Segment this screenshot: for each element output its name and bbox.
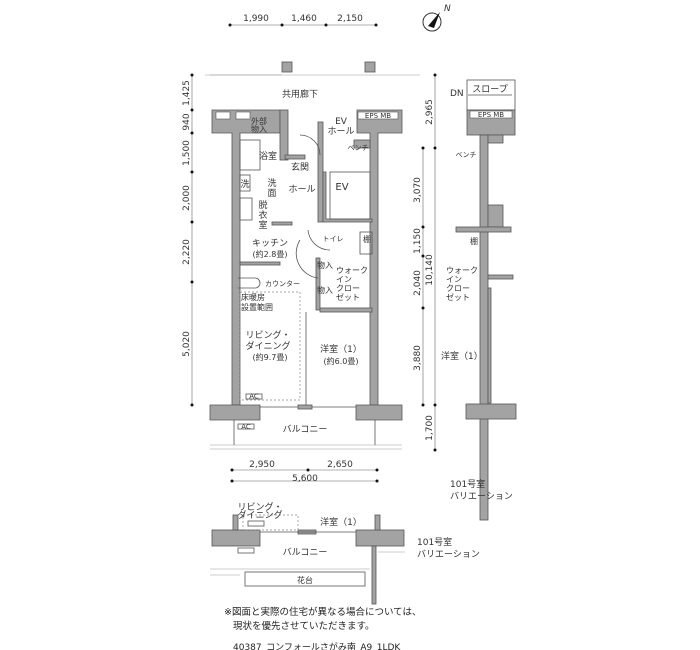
washroom-label-2: 面: [267, 188, 276, 199]
balcony-label: バルコニー: [283, 424, 328, 435]
dim-total: 10,140: [425, 254, 435, 286]
wic-label-3: クロー: [336, 284, 360, 293]
entrance-label: 玄関: [291, 161, 309, 173]
var-eps-mb-label: EPS MB: [478, 111, 504, 119]
ev-hall-label: EV: [335, 117, 348, 127]
ac-label-living: AC: [249, 393, 259, 401]
note-line-2: 現状を優先させていただきます。: [233, 621, 375, 632]
counter-label: カウンター: [265, 279, 300, 288]
storage-label-1: 物入: [317, 260, 333, 270]
var-right-caption-2: バリエーション: [450, 491, 513, 502]
var-wic-label-3: クロー: [446, 284, 470, 293]
room-labels: 共用廊下 外部 物入 EV ホール EPS MB ベンチ 浴室 玄関 洗 洗 面…: [240, 88, 391, 366]
hall-label: ホール: [288, 184, 315, 195]
dim-top-1: 1,990: [243, 14, 269, 24]
dim-left-4: 2,000: [182, 185, 192, 211]
dim-inner-4: 3,880: [413, 345, 423, 371]
floor-heating-label-2: 設置範囲: [241, 302, 273, 312]
var-right-caption-1: 101号室: [450, 478, 485, 490]
dim-left-3: 1,500: [182, 140, 192, 166]
dim-left-1: 1,425: [182, 80, 192, 106]
var-bottom-caption-2: バリエーション: [417, 549, 480, 560]
balcony: バルコニー AC AC: [210, 393, 402, 450]
outer-storage-label-2: 物入: [251, 124, 267, 134]
outer-storage-label: 外部: [251, 116, 267, 126]
varb-living-label-1: リビング・: [237, 501, 282, 513]
var-wic-label-4: ゼット: [446, 292, 470, 302]
var-bottom-caption-1: 101号室: [417, 536, 452, 548]
living-dining-label-2: ダイニング: [245, 340, 290, 352]
var-wic-label-2: イン: [446, 275, 462, 284]
bath-label: 浴室: [259, 150, 277, 162]
varb-living-label-2: ダイニング: [237, 509, 282, 521]
dim-right-2: 1,700: [425, 415, 435, 441]
var-dn-label: DN: [450, 89, 464, 99]
eps-mb-label: EPS MB: [365, 112, 391, 120]
dim-bottom-1: 2,950: [249, 460, 275, 470]
ac-label: AC: [241, 423, 251, 431]
var-slope-label: スロープ: [472, 84, 507, 95]
living-dining-label-1: リビング・: [245, 329, 290, 341]
dim-inner-3: 2,040: [413, 270, 423, 296]
var-western-room-label: 洋室（1）: [441, 350, 483, 362]
varb-balcony-label: バルコニー: [283, 547, 328, 558]
variation-right: EPS MB DN スロープ ベンチ 棚 ウォーク イン クロー ゼット 洋室（…: [441, 79, 517, 521]
washroom-label-4: 衣: [258, 209, 267, 221]
dim-left-2: 940: [182, 113, 192, 130]
washroom-label-1: 洗: [267, 177, 276, 189]
top-dimensions: 1,990 1,460 2,150: [228, 14, 378, 27]
washroom-label-5: 室: [258, 219, 267, 231]
wic-label-4: ゼット: [336, 292, 360, 302]
dim-inner-1: 3,070: [413, 177, 423, 203]
varb-flower-bed-label: 花台: [297, 575, 313, 585]
shelf-label: 棚: [363, 234, 371, 244]
footer-caption: 40387_コンフォールさがみ南_A9_1LDK: [233, 643, 401, 650]
var-shelf-label: 棚: [470, 236, 478, 246]
toilet-label: トイレ: [323, 235, 344, 243]
corridor-label: 共用廊下: [282, 88, 318, 100]
kitchen-label: キッチン: [252, 238, 288, 249]
bench-label: ベンチ: [348, 144, 369, 152]
wic-label-2: イン: [336, 275, 352, 284]
wic-label-1: ウォーク: [336, 266, 368, 275]
dim-top-3: 2,150: [337, 14, 363, 24]
dim-bottom-total: 5,600: [292, 474, 318, 484]
varb-western-room-label: 洋室（1）: [320, 516, 362, 528]
compass-icon: N: [422, 4, 451, 32]
storage-label-2: 物入: [317, 285, 333, 295]
floor-heating-label-1: 床暖房: [241, 292, 265, 302]
western-room-area: (約6.0畳): [324, 356, 359, 366]
kitchen-area: (約2.8畳): [253, 249, 288, 259]
ev-label: EV: [335, 182, 348, 193]
dim-right-1: 2,965: [425, 99, 435, 125]
dim-left-5: 2,220: [182, 239, 192, 265]
dim-left-6: 5,020: [182, 331, 192, 357]
ev-hall-label-2: ホール: [327, 126, 354, 137]
dim-top-2: 1,460: [291, 14, 317, 24]
unit-walls: [209, 109, 403, 421]
dim-inner-2: 1,150: [413, 228, 423, 254]
living-dining-area: (約9.7畳): [253, 352, 288, 362]
bottom-dimensions: 2,950 2,650 5,600: [230, 460, 379, 484]
right-dimensions: 2,965 1,700 3,070 1,150 2,040 3,880 10,1…: [413, 73, 437, 452]
left-dimensions: 1,425 940 1,500 2,000 2,220 5,020: [182, 73, 420, 407]
var-bench-label: ベンチ: [456, 151, 477, 159]
note-line-1: ※図面と実際の住宅が異なる場合については、: [224, 607, 422, 618]
washroom-label-3: 脱: [258, 199, 267, 211]
compass-label: N: [444, 4, 451, 14]
dim-bottom-2: 2,650: [327, 460, 353, 470]
western-room-label: 洋室（1）: [320, 343, 362, 355]
washer-label: 洗: [240, 178, 249, 190]
variation-bottom: リビング・ ダイニング 洋室（1） バルコニー 花台 101号室 バリエーション: [210, 501, 480, 605]
var-wic-label-1: ウォーク: [446, 266, 478, 275]
